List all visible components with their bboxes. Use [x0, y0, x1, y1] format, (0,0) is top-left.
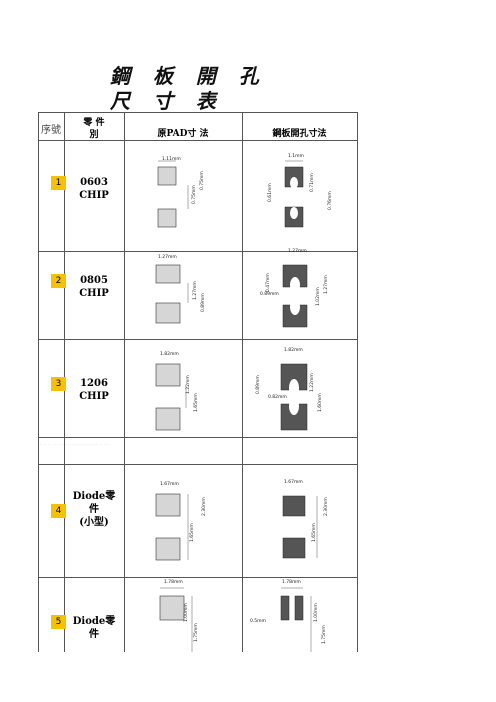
header-part-line1: 零 件	[83, 118, 105, 128]
stencil-pad-diagram	[282, 495, 318, 559]
dimension-label: 1.1mm	[288, 154, 304, 159]
header-seq: 序號	[41, 125, 61, 136]
dimension-label: 1.67mm	[160, 482, 179, 487]
dimension-label: 1.78mm	[282, 580, 301, 585]
dimension-label: 1.82mm	[284, 348, 303, 353]
row-number: 4	[51, 504, 66, 518]
faint-residue: · · · · · · · · · · · · · · · · · · · · …	[40, 442, 110, 447]
header-original-pad: 原PAD寸 法	[157, 129, 209, 139]
dimension-label: 1.02mm	[316, 287, 321, 306]
dimension-label: 0.82mm	[268, 395, 287, 400]
dimension-label: 0.89mm	[256, 375, 261, 394]
dimension-label: 1.65mm	[312, 523, 317, 542]
original-pad-diagram	[155, 264, 189, 324]
dimension-label: 0.89mm	[201, 293, 206, 312]
document-title-line1: 鋼 板 開 孔	[110, 64, 267, 88]
dimension-label: 1.27mm	[288, 249, 307, 254]
dimension-label: 0.75mm	[192, 185, 197, 204]
dimension-label: 1.82mm	[160, 352, 179, 357]
dimension-label: 1.65mm	[190, 523, 195, 542]
row-number: 3	[51, 377, 66, 391]
dimension-label: 1.00mm	[184, 603, 189, 622]
dimension-label: 0.75mm	[200, 171, 205, 190]
dimension-label: 1.11mm	[162, 157, 181, 162]
part-name: Diode零件	[72, 616, 116, 640]
dimension-label: 1.78mm	[164, 580, 183, 585]
dimension-label: 1.75mm	[322, 625, 327, 644]
original-pad-diagram	[159, 587, 193, 652]
dimension-label: 1.00mm	[314, 603, 319, 622]
row-number: 2	[51, 274, 66, 288]
dimension-label: 1.67mm	[284, 480, 303, 485]
dimension-label: 0.89mm	[260, 292, 279, 297]
stencil-pad-diagram	[280, 363, 308, 431]
document-title-line2: 尺 寸 表	[110, 89, 224, 113]
original-pad-diagram	[155, 363, 187, 431]
row-number: 5	[51, 615, 66, 629]
stencil-pad-diagram	[282, 264, 308, 328]
dimension-label: 0.71mm	[310, 173, 315, 192]
row-number: 1	[51, 176, 66, 190]
dimension-label: 2.30mm	[202, 497, 207, 516]
dimension-label: 1.22mm	[186, 375, 191, 394]
dimension-label: 1.22mm	[310, 373, 315, 392]
header-stencil: 鋼板開孔寸法	[272, 129, 327, 139]
header-part-line2: 別	[89, 130, 99, 140]
part-name: Diode零件(小型)	[72, 491, 116, 528]
dimension-label: 1.60mm	[318, 393, 323, 412]
dimension-label: 1.65mm	[194, 393, 199, 412]
dimension-label: 0.76mm	[328, 191, 333, 210]
original-pad-diagram	[155, 493, 189, 561]
original-pad-diagram	[157, 160, 189, 228]
dimension-label: 0.61mm	[268, 183, 273, 202]
stencil-pad-diagram	[284, 160, 304, 228]
dimension-label: 0.47mm	[266, 273, 271, 292]
stencil-pad-diagram	[280, 587, 312, 652]
dimension-label: 0.5mm	[250, 619, 266, 624]
dimension-label: 1.75mm	[194, 623, 199, 642]
dimension-label: 1.27mm	[324, 275, 329, 294]
dimension-label: 1.27mm	[158, 255, 177, 260]
dimension-label: 2.30mm	[324, 497, 329, 516]
dimension-label: 1.27mm	[193, 281, 198, 300]
